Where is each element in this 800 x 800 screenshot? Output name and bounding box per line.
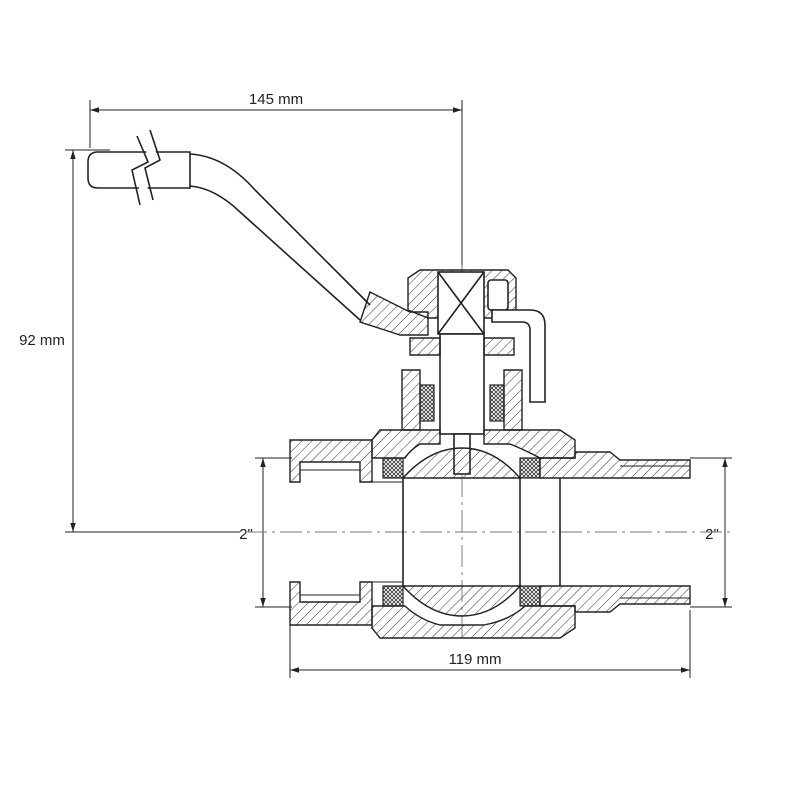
packing-left bbox=[409, 337, 441, 356]
body-top-left bbox=[371, 429, 441, 459]
oring-left bbox=[419, 384, 435, 422]
right-pipe-top bbox=[539, 451, 691, 479]
packing-right bbox=[483, 337, 515, 356]
ball-bottom-section bbox=[401, 585, 522, 617]
stop-lug bbox=[491, 309, 546, 403]
break-mark-line-1 bbox=[131, 135, 150, 206]
body-top-right bbox=[483, 429, 576, 459]
gland-left bbox=[401, 369, 421, 431]
body-bottom bbox=[371, 605, 576, 639]
stem-assembly bbox=[401, 269, 546, 475]
oring-right bbox=[489, 384, 505, 422]
dimension-length: 119 mm bbox=[289, 610, 691, 678]
left-cap-top bbox=[289, 439, 373, 483]
stem-square-diag-2 bbox=[437, 271, 485, 335]
lever-arm-top bbox=[189, 153, 371, 306]
dimension-inlet: 2" bbox=[239, 457, 292, 608]
inlet-size-label: 2" bbox=[239, 526, 253, 543]
width-label: 145 mm bbox=[249, 91, 303, 108]
seat-bottom-left bbox=[382, 585, 404, 607]
break-mark-mask bbox=[133, 134, 160, 207]
gland-right bbox=[503, 369, 523, 431]
height-label: 92 mm bbox=[19, 332, 65, 349]
break-mark-line-2 bbox=[144, 129, 161, 201]
seat-bottom-right bbox=[519, 585, 541, 607]
seat-top-left bbox=[382, 457, 404, 479]
length-label: 119 mm bbox=[448, 651, 501, 668]
right-pipe-bottom bbox=[539, 585, 691, 613]
dimension-height: 92 mm bbox=[19, 149, 240, 533]
dimension-width: 145 mm bbox=[89, 91, 463, 270]
lever-arm-bottom bbox=[189, 185, 361, 321]
nut-thread-detail bbox=[487, 279, 509, 311]
dimension-outlet: 2" bbox=[690, 457, 732, 608]
valve-handle bbox=[87, 129, 429, 336]
stem-shaft bbox=[439, 333, 485, 435]
valve-body bbox=[289, 429, 691, 639]
seat-top-right bbox=[519, 457, 541, 479]
left-cap-bottom bbox=[289, 581, 373, 626]
lever-arm-section bbox=[359, 291, 429, 336]
ball-top-section bbox=[401, 447, 522, 479]
outlet-size-label: 2" bbox=[705, 526, 719, 543]
